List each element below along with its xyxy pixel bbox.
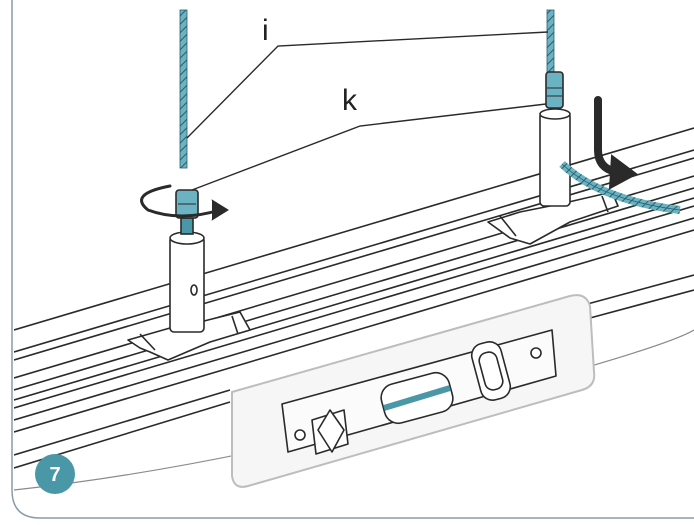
- step-badge: 7: [35, 454, 75, 494]
- cable-left: [179, 9, 188, 169]
- spirit-level: [231, 294, 596, 488]
- holder-left: [169, 189, 205, 333]
- leader-lines: [186, 31, 549, 191]
- rotate-arrow-icon: [140, 184, 229, 221]
- curved-down-arrow-icon: [594, 96, 638, 190]
- label-i: i: [262, 14, 269, 47]
- frame-border: [11, 0, 694, 519]
- rail-clip-right: [487, 191, 619, 245]
- label-k: k: [342, 84, 358, 117]
- level-bubble-line: [383, 385, 451, 411]
- cable-right: [546, 9, 555, 73]
- step-number: 7: [49, 464, 60, 486]
- holder-right: [539, 71, 571, 207]
